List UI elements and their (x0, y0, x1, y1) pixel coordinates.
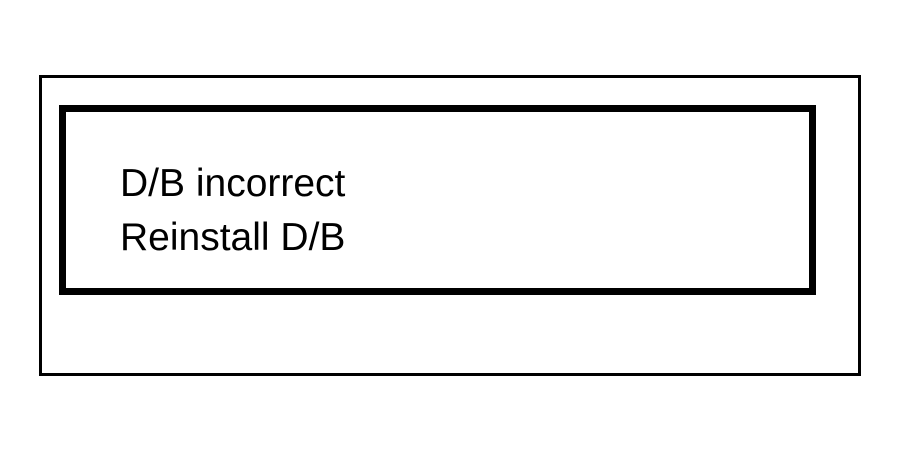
display-line-2: Reinstall D/B (120, 216, 346, 259)
lcd-display: D/B incorrect Reinstall D/B (59, 105, 816, 295)
display-line-1: D/B incorrect (120, 162, 346, 205)
